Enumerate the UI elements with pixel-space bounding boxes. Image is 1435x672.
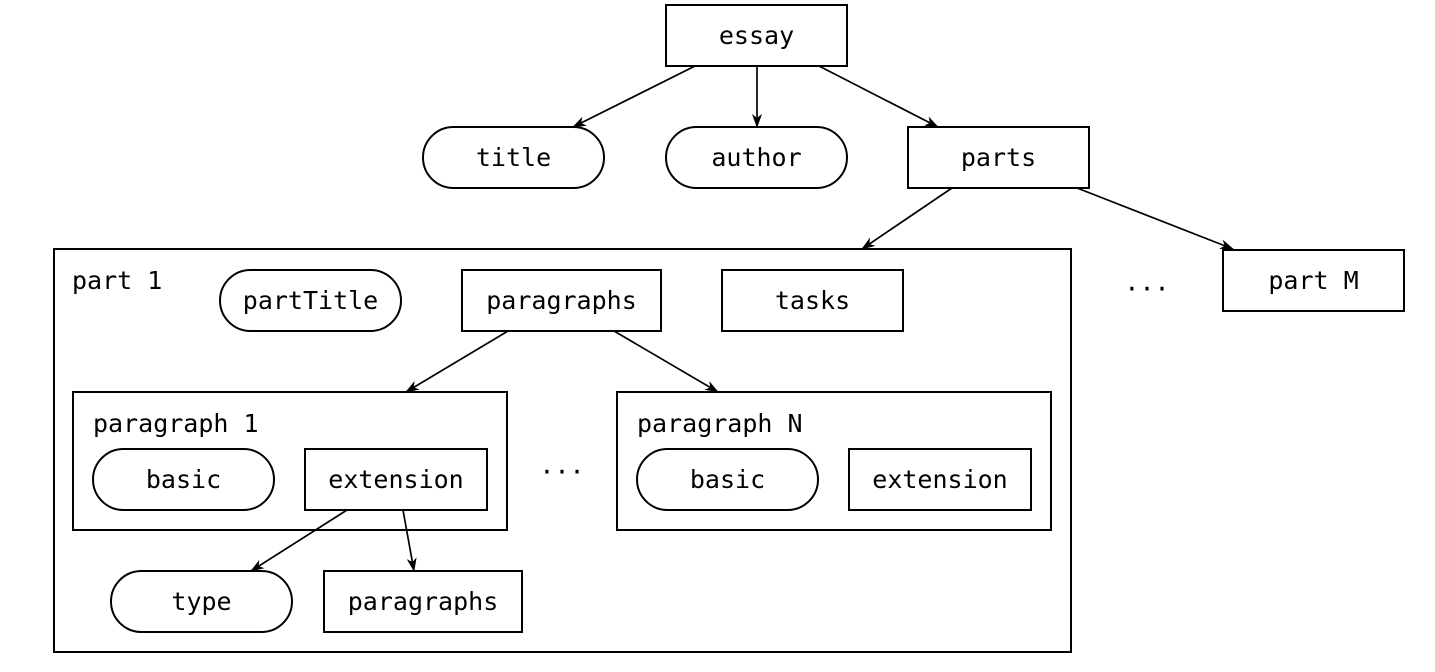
part-title-node bbox=[219, 269, 402, 332]
edge-parts-part1 bbox=[861, 187, 953, 250]
part-m-node bbox=[1222, 249, 1405, 312]
type-node bbox=[110, 570, 293, 633]
title-node bbox=[422, 126, 605, 189]
type-label: type bbox=[171, 587, 231, 616]
edge-essay-parts bbox=[818, 65, 939, 128]
parts-ellipsis: ... bbox=[1124, 268, 1169, 297]
paragraphs-label: paragraphs bbox=[486, 286, 637, 315]
pn-extension-label: extension bbox=[872, 465, 1007, 494]
p1-basic-node bbox=[92, 448, 275, 511]
paragraph-n-label: paragraph N bbox=[637, 409, 803, 438]
paragraph-1-label: paragraph 1 bbox=[93, 409, 259, 438]
author-label: author bbox=[711, 143, 801, 172]
edge-paragraphs-paragraph1 bbox=[405, 330, 509, 393]
parts-label: parts bbox=[961, 143, 1036, 172]
sub-paragraphs-node bbox=[323, 570, 523, 633]
part-m-label: part M bbox=[1268, 266, 1358, 295]
part-1-label: part 1 bbox=[72, 266, 162, 295]
parts-node bbox=[907, 126, 1090, 189]
essay-label: essay bbox=[719, 21, 794, 50]
tasks-label: tasks bbox=[775, 286, 850, 315]
author-node bbox=[665, 126, 848, 189]
pn-basic-label: basic bbox=[690, 465, 765, 494]
edge-paragraphs-paragraphn bbox=[613, 330, 719, 393]
essay-node bbox=[665, 4, 848, 67]
sub-paragraphs-label: paragraphs bbox=[348, 587, 499, 616]
edge-extension-type bbox=[250, 509, 348, 572]
pn-extension-node bbox=[848, 448, 1032, 511]
p1-extension-node bbox=[304, 448, 488, 511]
title-label: title bbox=[476, 143, 551, 172]
edge-parts-partm bbox=[1076, 187, 1234, 250]
tasks-node bbox=[721, 269, 904, 332]
p1-extension-label: extension bbox=[328, 465, 463, 494]
paragraph-ellipsis: ... bbox=[539, 451, 584, 480]
paragraphs-node bbox=[461, 269, 662, 332]
edge-essay-title bbox=[572, 65, 696, 128]
part-title-label: partTitle bbox=[243, 286, 378, 315]
p1-basic-label: basic bbox=[146, 465, 221, 494]
pn-basic-node bbox=[636, 448, 819, 511]
edge-extension-paragraphs bbox=[402, 509, 417, 572]
